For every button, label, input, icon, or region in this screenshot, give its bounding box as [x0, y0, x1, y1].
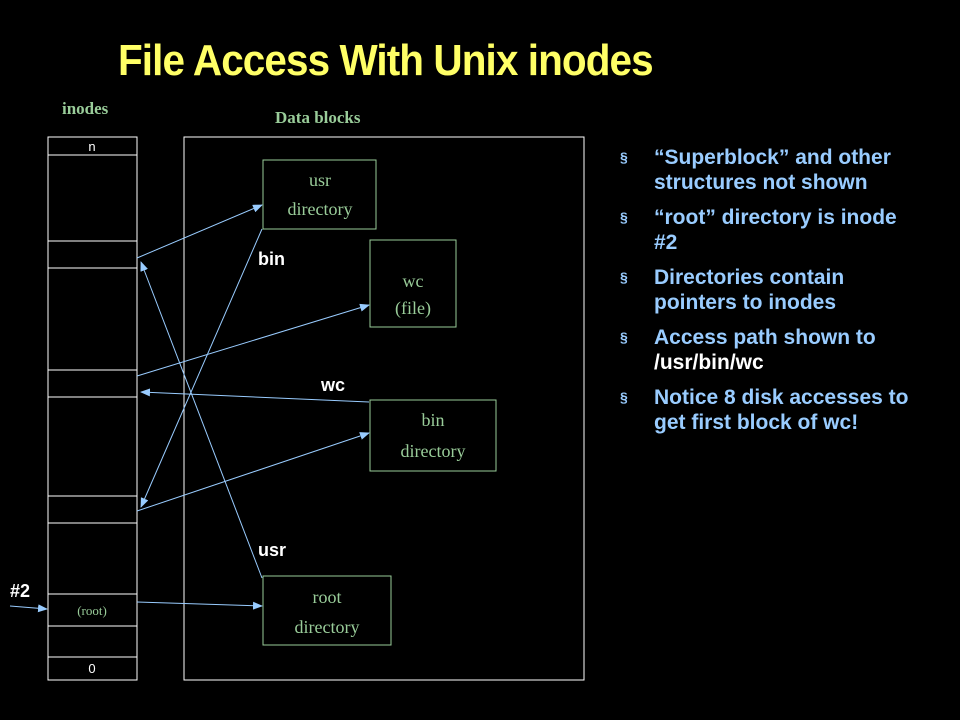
- arrow-root-inode-to-root-block: [136, 601, 263, 610]
- data-blocks-region: [183, 136, 585, 681]
- wc-block-line2: (file): [395, 298, 431, 319]
- root-directory-block: root directory: [262, 575, 392, 646]
- bullet-marker-icon: §: [620, 209, 628, 225]
- inode-root-label: (root): [77, 603, 107, 618]
- note-text: Access path shown to: [654, 326, 876, 349]
- data-blocks-label: Data blocks: [275, 108, 361, 127]
- wc-file-block: wc (file): [369, 239, 457, 328]
- bin-block-line1: bin: [421, 410, 444, 430]
- access-path-text: /usr/bin/wc: [654, 351, 764, 374]
- note-text: “Superblock” and other structures not sh…: [654, 146, 891, 194]
- usr-directory-block: usr directory: [262, 159, 377, 230]
- inode-column: n (root) 0: [47, 136, 138, 681]
- note-item: § Access path shown to /usr/bin/wc: [618, 325, 918, 375]
- arrow-usr-block-to-bin-inode: [140, 228, 263, 508]
- note-item: § Directories contain pointers to inodes: [618, 265, 918, 315]
- entry-inode-label: #2: [10, 581, 30, 601]
- inodes-label: inodes: [62, 99, 109, 118]
- bin-directory-block: bin directory: [369, 399, 497, 472]
- note-text: “root” directory is inode #2: [654, 206, 897, 254]
- page-title: File Access With Unix inodes: [118, 36, 654, 85]
- wc-pointer-label: wc: [320, 375, 345, 395]
- note-item: § Notice 8 disk accesses to get first blo…: [618, 385, 918, 435]
- inode-top-label: n: [88, 139, 95, 154]
- wc-block-line1: wc: [403, 271, 424, 291]
- bullet-marker-icon: §: [620, 389, 628, 405]
- inode-bottom-label: 0: [88, 661, 95, 676]
- bullet-marker-icon: §: [620, 269, 628, 285]
- arrow-root-block-to-usr-inode: [140, 261, 263, 579]
- usr-block-line1: usr: [309, 170, 331, 190]
- bin-block-line2: directory: [401, 441, 466, 461]
- arrow-usr-inode-to-usr-block: [136, 204, 263, 259]
- bullet-marker-icon: §: [620, 329, 628, 345]
- bin-pointer-label: bin: [258, 249, 285, 269]
- note-text: Directories contain pointers to inodes: [654, 266, 845, 314]
- usr-block-line2: directory: [288, 199, 353, 219]
- usr-pointer-label: usr: [258, 540, 286, 560]
- note-item: § “Superblock” and other structures not s…: [618, 145, 918, 195]
- arrow-entry-to-root-inode: [9, 604, 48, 613]
- access-path-arrows: [9, 204, 370, 613]
- notes-list: § “Superblock” and other structures not s…: [618, 145, 918, 445]
- root-block-line2: directory: [295, 617, 360, 637]
- arrow-wc-inode-to-wc-block: [136, 303, 370, 377]
- note-text: Notice 8 disk accesses to get first bloc…: [654, 386, 909, 434]
- arrow-bin-block-to-wc-inode: [140, 388, 370, 403]
- note-item: § “root” directory is inode #2: [618, 205, 918, 255]
- bullet-marker-icon: §: [620, 149, 628, 165]
- arrow-bin-inode-to-bin-block: [136, 432, 370, 512]
- root-block-line1: root: [313, 587, 342, 607]
